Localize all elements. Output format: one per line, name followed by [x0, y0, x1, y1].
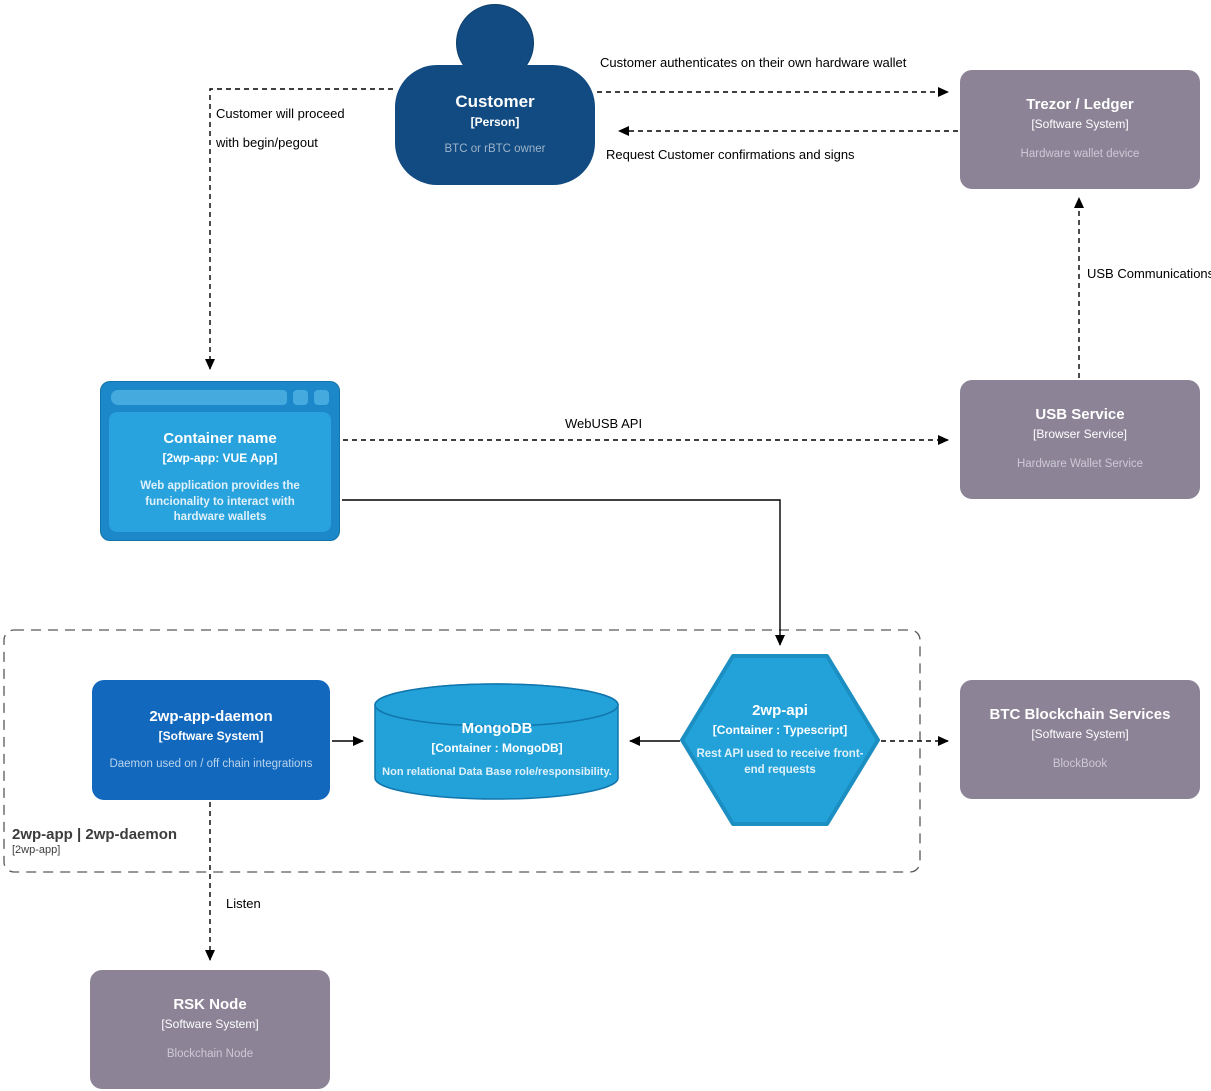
- node-subtitle: [Software System]: [1031, 117, 1129, 132]
- node-btc-blockchain-services: BTC Blockchain Services [Software System…: [960, 680, 1200, 799]
- node-description: Hardware wallet device: [1020, 148, 1140, 161]
- node-description: BTC or rBTC owner: [444, 143, 546, 156]
- node-description: BlockBook: [1052, 758, 1108, 771]
- node-subtitle: [2wp-app: VUE App]: [162, 451, 278, 465]
- boundary-label: 2wp-app | 2wp-daemon [2wp-app]: [12, 826, 177, 856]
- edge-webapp-to-api: [342, 499, 785, 646]
- node-subtitle: [Container : Typescript]: [712, 722, 848, 737]
- node-usb-service: USB Service [Browser Service] Hardware W…: [960, 380, 1200, 499]
- node-subtitle: [Person]: [470, 115, 520, 130]
- node-trezor-ledger: Trezor / Ledger [Software System] Hardwa…: [960, 70, 1200, 189]
- edge-label-request-signs: Request Customer confirmations and signs: [606, 147, 855, 162]
- node-title: MongoDB: [461, 720, 533, 738]
- node-customer: Customer [Person] BTC or rBTC owner: [395, 65, 595, 185]
- node-2wp-app-daemon: 2wp-app-daemon [Software System] Daemon …: [92, 680, 330, 800]
- node-subtitle: [Software System]: [1031, 727, 1129, 742]
- node-description: Daemon used on / off chain integrations: [109, 757, 313, 770]
- edge-label-usb-communications: USB Communications: [1087, 266, 1211, 281]
- api-hexagon-shape: [680, 654, 880, 826]
- node-subtitle: [Container : MongoDB]: [431, 741, 563, 756]
- mongodb-cylinder-shape: [374, 683, 619, 800]
- node-description: Non relational Data Base role/responsibi…: [382, 766, 612, 779]
- node-subtitle: [Software System]: [161, 1017, 259, 1032]
- node-title: 2wp-api: [752, 701, 808, 719]
- node-description: Rest API used to receive front-end reque…: [696, 747, 864, 776]
- edge-label-authenticate: Customer authenticates on their own hard…: [600, 55, 907, 70]
- node-title: BTC Blockchain Services: [989, 706, 1171, 724]
- edge-customer-proceed: [205, 88, 393, 370]
- edge-label-proceed-line1: Customer will proceed: [216, 106, 345, 121]
- edge-label-proceed-line2: with begin/pegout: [216, 135, 318, 150]
- edge-label-listen: Listen: [226, 896, 261, 911]
- node-mongodb: MongoDB [Container : MongoDB] Non relati…: [377, 706, 617, 794]
- node-description: Hardware Wallet Service: [1016, 458, 1144, 471]
- node-description: Web application provides the funcionalit…: [140, 480, 300, 524]
- node-title: Container name: [163, 430, 277, 447]
- node-title: Customer: [455, 92, 535, 112]
- node-subtitle: [Browser Service]: [1032, 427, 1128, 442]
- node-title: RSK Node: [173, 996, 247, 1014]
- node-subtitle: [Software System]: [158, 728, 264, 743]
- node-title: USB Service: [1035, 406, 1125, 424]
- node-2wp-api: 2wp-api [Container : Typescript] Rest AP…: [688, 680, 872, 800]
- node-webapp-browser: Container name [2wp-app: VUE App] Web ap…: [100, 381, 340, 541]
- boundary-title: 2wp-app | 2wp-daemon: [12, 826, 178, 843]
- browser-content-panel: Container name [2wp-app: VUE App] Web ap…: [109, 412, 331, 532]
- node-rsk-node: RSK Node [Software System] Blockchain No…: [90, 970, 330, 1089]
- browser-address-bar: [111, 390, 287, 405]
- boundary-2wp-app: [3, 629, 921, 873]
- browser-window-button: [272, 390, 287, 405]
- node-description: Blockchain Node: [166, 1048, 254, 1061]
- edge-label-webusb-api: WebUSB API: [565, 416, 643, 431]
- boundary-subtitle: [2wp-app]: [12, 844, 61, 856]
- node-title: Trezor / Ledger: [1026, 96, 1134, 114]
- node-title: 2wp-app-daemon: [149, 707, 273, 725]
- browser-window-button: [293, 390, 308, 405]
- browser-window-button: [314, 390, 329, 405]
